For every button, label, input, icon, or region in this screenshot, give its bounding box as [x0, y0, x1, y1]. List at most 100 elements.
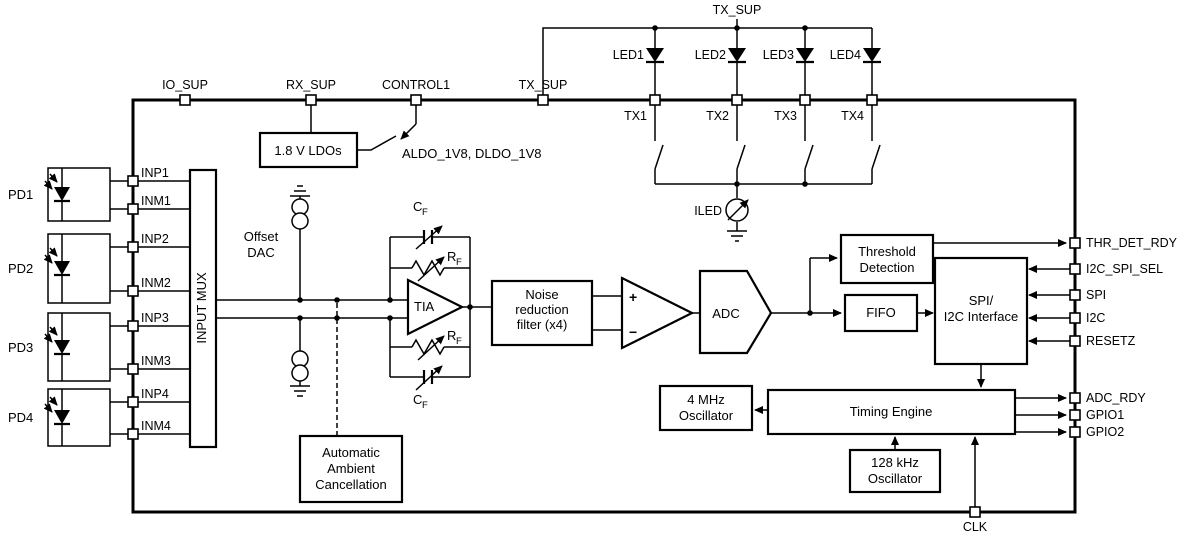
aac-box — [298, 434, 404, 504]
tia-label: TIA — [414, 299, 435, 314]
threshold-label-2: Detection — [860, 260, 915, 275]
io-sup-label: IO_SUP — [162, 78, 208, 92]
tx3-label: TX3 — [774, 109, 797, 123]
io-sup-pin — [179, 94, 191, 106]
tx3-pin — [799, 94, 811, 106]
led3-label: LED3 — [763, 48, 794, 62]
rf-resistor-top-icon — [411, 259, 445, 277]
rf-top-label: R — [447, 249, 456, 264]
osc-4mhz-label-1: 4 MHz — [687, 392, 725, 407]
spi-label-2: I2C Interface — [944, 309, 1018, 324]
control1-pin — [410, 94, 422, 106]
rf-resistor-bottom-icon — [411, 338, 445, 356]
inp3-label: INP3 — [141, 311, 169, 325]
inm4-pin — [127, 428, 139, 440]
spi-i2c-box — [933, 256, 1029, 366]
current-source-symbols — [291, 198, 749, 382]
inp4-pin — [127, 396, 139, 408]
resetz-pin — [1069, 335, 1081, 347]
tx-sup-pin — [537, 94, 549, 106]
pin-squares — [127, 94, 1081, 518]
amp-plus-sign: + — [629, 289, 637, 305]
led4-label: LED4 — [830, 48, 861, 62]
i2c-spi-sel-pin — [1069, 263, 1081, 275]
led2-label: LED2 — [695, 48, 726, 62]
osc-4mhz-box — [658, 384, 754, 432]
iled-arrow-icon — [727, 199, 749, 221]
variable-arrows — [415, 225, 445, 391]
osc-4mhz-label-2: Oscillator — [679, 408, 734, 423]
aac-label-1: Automatic — [322, 445, 380, 460]
pd3-label: PD3 — [8, 340, 33, 355]
input-mux-label: INPUT MUX — [194, 272, 209, 344]
signal-arrows — [400, 123, 1070, 507]
input-mux-box — [188, 168, 218, 449]
osc-128khz-label-2: Oscillator — [868, 471, 923, 486]
light-arrows — [43, 173, 58, 413]
capacitor-plates-icon — [422, 230, 434, 384]
block-boxes — [188, 131, 1029, 504]
pd2-box — [47, 233, 111, 304]
tx-sup-rail-label: TX_SUP — [713, 3, 762, 17]
i2c-spi-sel-label: I2C_SPI_SEL — [1086, 262, 1163, 276]
fifo-label: FIFO — [866, 305, 896, 320]
rf-bottom-label: R — [447, 328, 456, 343]
led3-diode-icon — [796, 48, 814, 62]
aac-label-3: Cancellation — [315, 477, 387, 492]
svg-text:F: F — [422, 207, 428, 218]
pd3-diode-icon — [54, 340, 70, 354]
signal-wires — [61, 19, 881, 446]
ldo-outputs-label: ALDO_1V8, DLDO_1V8 — [402, 146, 541, 161]
resetz-label: RESETZ — [1086, 334, 1136, 348]
pd2-diode-icon — [54, 261, 70, 275]
led2-diode-icon — [728, 48, 746, 62]
inm3-pin — [127, 363, 139, 375]
thr-det-rdy-label: THR_DET_RDY — [1086, 236, 1178, 250]
inp3-pin — [127, 320, 139, 332]
tx2-pin — [731, 94, 743, 106]
inp4-label: INP4 — [141, 387, 169, 401]
adc-rdy-label: ADC_RDY — [1086, 391, 1146, 405]
amp-triangle — [620, 276, 695, 350]
rx-sup-label: RX_SUP — [286, 78, 336, 92]
diode-symbols — [54, 48, 881, 424]
aac-label-2: Ambient — [327, 461, 375, 476]
offset-dac-label-1: Offset — [244, 229, 279, 244]
noise-filter-label-2: reduction — [515, 302, 568, 317]
labels: IO_SUP RX_SUP CONTROL1 TX_SUP TX_SUP LED… — [8, 3, 1178, 534]
gpio2-label: GPIO2 — [1086, 425, 1124, 439]
gpio1-pin — [1069, 409, 1081, 421]
pd2-label: PD2 — [8, 261, 33, 276]
clk-label: CLK — [963, 520, 988, 534]
tx1-pin — [649, 94, 661, 106]
control1-arrow — [400, 123, 417, 140]
control1-label: CONTROL1 — [382, 78, 450, 92]
gpio2-pin — [1069, 426, 1081, 438]
inp1-pin — [127, 175, 139, 187]
inm3-label: INM3 — [141, 354, 171, 368]
tia-triangle — [406, 278, 465, 336]
ldo-label: 1.8 V LDOs — [274, 143, 342, 158]
cf-top-label: C — [413, 199, 422, 214]
gpio1-label: GPIO1 — [1086, 408, 1124, 422]
tx-sup-pin-label: TX_SUP — [519, 78, 568, 92]
amp-minus-sign: − — [629, 324, 637, 340]
noise-filter-box — [490, 279, 594, 347]
rx-sup-pin — [305, 94, 317, 106]
adc-rdy-pin — [1069, 392, 1081, 404]
inp1-label: INP1 — [141, 166, 169, 180]
spi-pin — [1069, 289, 1081, 301]
pd4-box — [47, 388, 111, 447]
led1-diode-icon — [646, 48, 664, 62]
timing-engine-label: Timing Engine — [850, 404, 933, 419]
pd1-box — [47, 167, 111, 222]
clk-pin — [969, 506, 981, 518]
fifo-box — [843, 293, 919, 333]
inm2-label: INM2 — [141, 276, 171, 290]
threshold-label-1: Threshold — [858, 244, 916, 259]
tx2-label: TX2 — [706, 109, 729, 123]
adc-label: ADC — [712, 306, 739, 321]
inp2-pin — [127, 241, 139, 253]
tx4-label: TX4 — [841, 109, 864, 123]
